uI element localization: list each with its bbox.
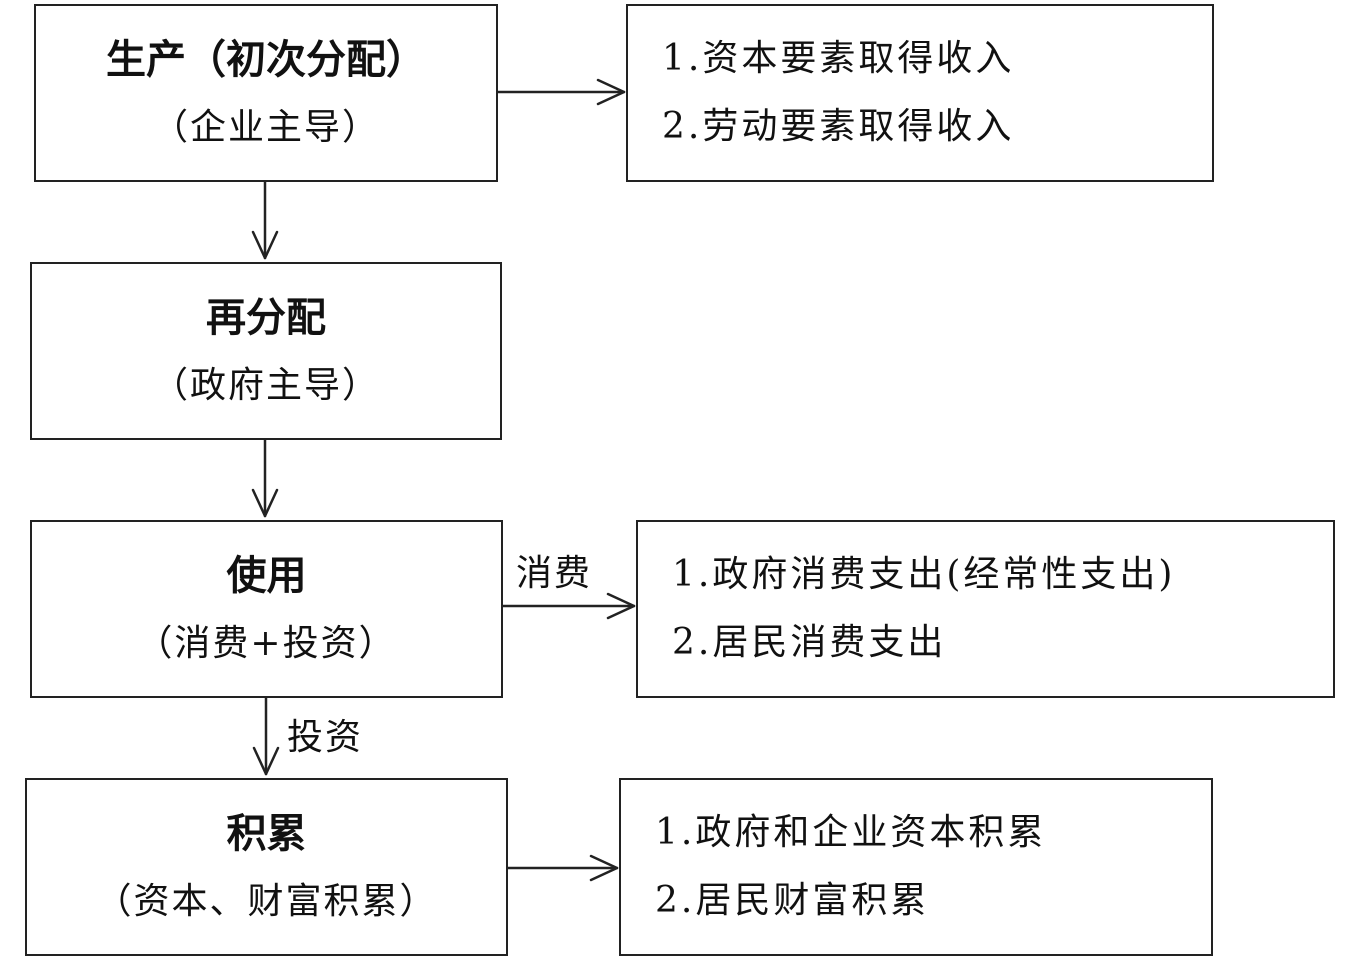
edge-label-consumption: 消费 (516, 553, 593, 594)
accumulation-node: 积累 （资本、财富积累） (25, 778, 508, 956)
production-node: 生产（初次分配） （企业主导） (34, 4, 498, 182)
consumption-item-household: 2.居民消费支出 (672, 622, 947, 663)
usage-subtitle: （消费+投资） (136, 623, 397, 664)
redistribution-node: 再分配 （政府主导） (30, 262, 502, 440)
income-item-capital: 1.资本要素取得收入 (662, 38, 1015, 79)
usage-node: 使用 （消费+投资） (30, 520, 503, 698)
redistribution-subtitle: （政府主导） (151, 365, 380, 406)
arrowhead-accumulation-to-details (589, 854, 619, 882)
arrowhead-usage-to-accumulation (252, 746, 280, 776)
edge-label-investment: 投资 (287, 717, 364, 758)
usage-title: 使用 (226, 553, 307, 599)
arrowhead-redistribution-to-usage (251, 488, 279, 518)
consumption-item-government: 1.政府消费支出(经常性支出) (672, 554, 1176, 595)
accumulation-item-household-wealth: 2.居民财富积累 (655, 880, 930, 921)
production-title: 生产（初次分配） (106, 37, 426, 83)
arrowhead-production-to-income (596, 78, 626, 106)
income-item-labor: 2.劳动要素取得收入 (662, 106, 1015, 147)
accumulation-details: 1.政府和企业资本积累 2.居民财富积累 (619, 778, 1213, 956)
accumulation-title: 积累 (226, 811, 307, 857)
accumulation-item-capital: 1.政府和企业资本积累 (655, 812, 1047, 853)
redistribution-title: 再分配 (206, 295, 326, 341)
production-subtitle: （企业主导） (151, 107, 380, 148)
income-details: 1.资本要素取得收入 2.劳动要素取得收入 (626, 4, 1214, 182)
accumulation-subtitle: （资本、财富积累） (95, 881, 438, 922)
consumption-details: 1.政府消费支出(经常性支出) 2.居民消费支出 (636, 520, 1335, 698)
arrowhead-usage-to-consumption (606, 592, 636, 620)
arrowhead-production-to-redistribution (251, 230, 279, 260)
